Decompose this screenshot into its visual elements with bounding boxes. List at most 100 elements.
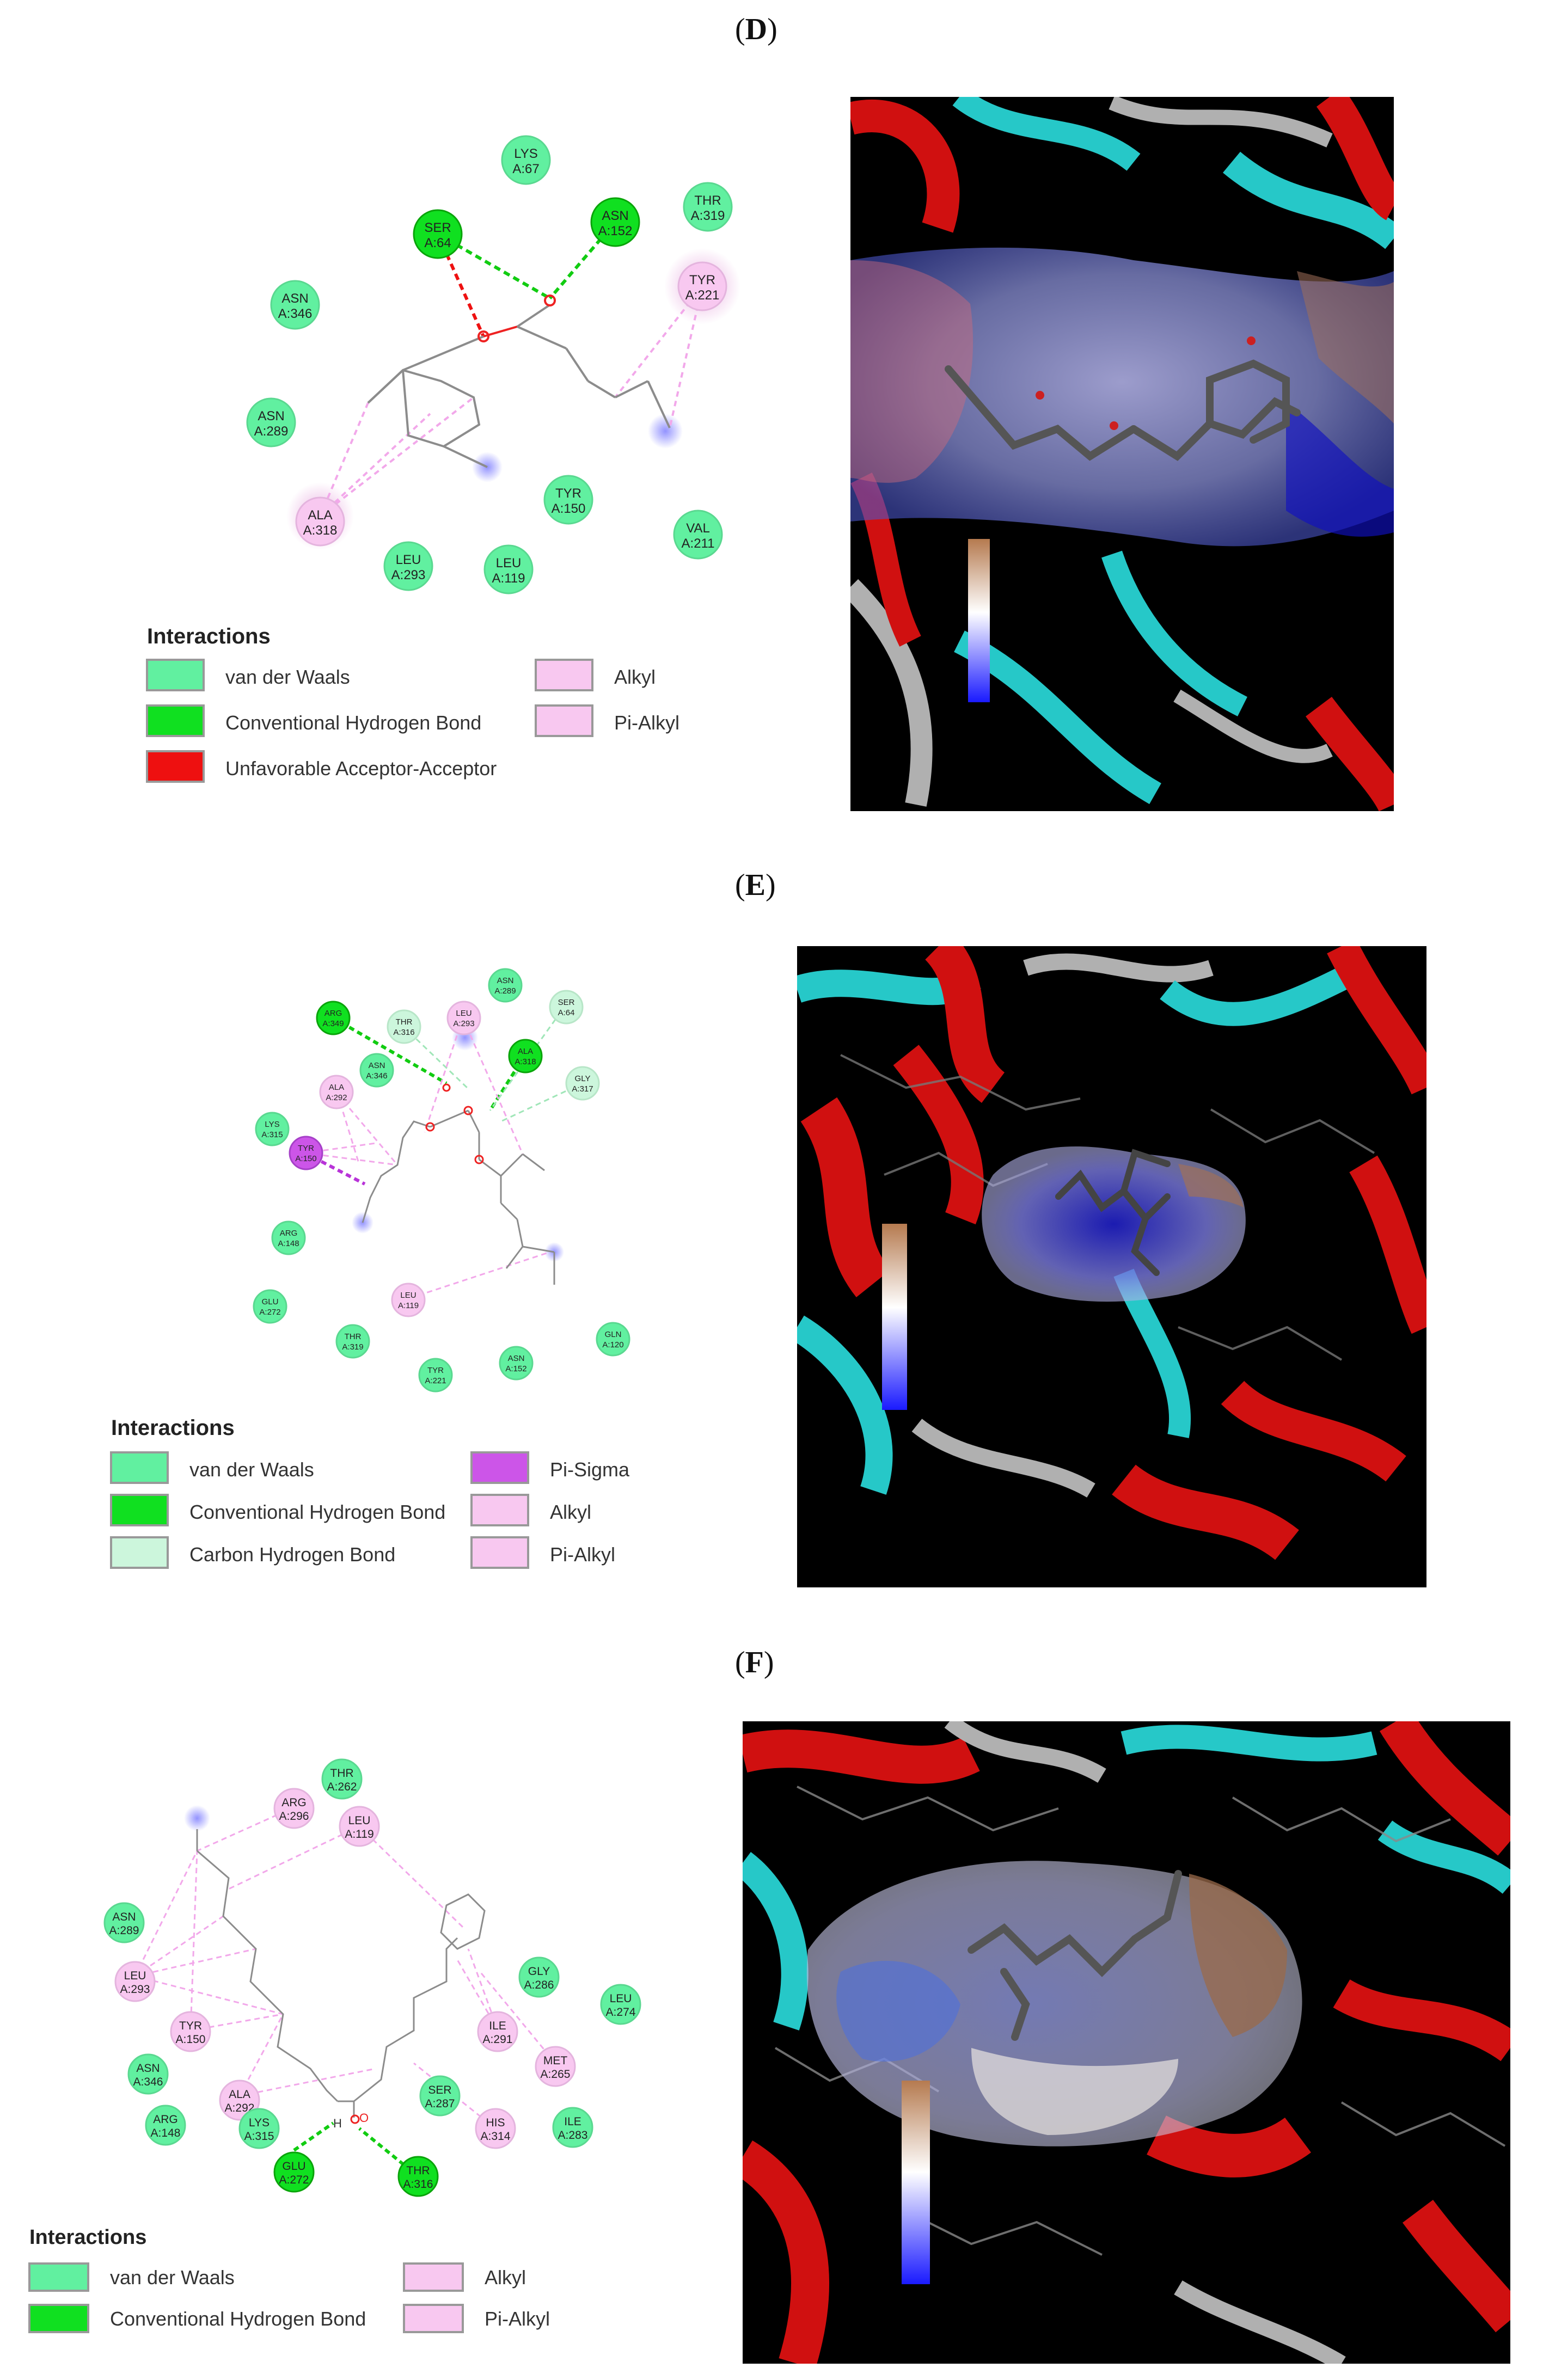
alkyl-line	[478, 1970, 556, 2064]
legend-label: Conventional Hydrogen Bond	[225, 711, 481, 734]
alkyl-line	[358, 1825, 464, 1928]
residue-name: ASN	[112, 1911, 136, 1923]
residue-name: GLN	[605, 1330, 622, 1339]
residue-name: LEU	[124, 1970, 146, 1982]
residue-chain: A:221	[425, 1376, 446, 1385]
alkyl-line	[409, 1251, 550, 1299]
residue-chain: A:67	[512, 162, 539, 176]
residue-chain: A:120	[602, 1340, 623, 1350]
residue-chain: A:318	[303, 523, 338, 538]
residue-name: GLU	[282, 2160, 305, 2173]
residue-name: TYR	[555, 486, 581, 501]
residue-name: ALA	[329, 1083, 344, 1092]
residue-name: SER	[428, 2084, 451, 2096]
panel-d-oxygens	[477, 295, 556, 342]
residue-chain: A:289	[109, 1924, 139, 1937]
residue-chain: A:293	[453, 1019, 474, 1028]
residue-name: ASN	[369, 1061, 385, 1070]
residue-chain: A:287	[425, 2097, 455, 2110]
alkyl-line	[134, 1850, 198, 1977]
legend-item-pi-alkyl: Pi-Alkyl	[403, 2304, 550, 2333]
residue-name: SER	[558, 998, 575, 1007]
legend-item-conventional-hydrogen-bond: Conventional Hydrogen Bond	[146, 704, 481, 737]
residue-name: THR	[406, 2164, 430, 2177]
alkyl-line	[134, 1975, 284, 2015]
legend-label: Carbon Hydrogen Bond	[189, 1543, 395, 1566]
residue-chain: A:211	[682, 536, 715, 551]
legend-item-van-der-waals: van der Waals	[110, 1451, 314, 1484]
residue-chain: A:148	[278, 1239, 299, 1248]
panel-d-ligand	[367, 304, 671, 468]
residue-name: ASN	[497, 976, 514, 985]
oxygen-atom-label: O	[359, 2111, 369, 2125]
legend-swatch	[403, 2304, 464, 2333]
residue-chain: A:316	[393, 1028, 414, 1037]
alkyl-line	[228, 1825, 360, 1890]
residue-name: TYR	[427, 1366, 444, 1375]
panel-e-diagram	[304, 1004, 583, 1299]
residue-name: TYR	[179, 2020, 202, 2032]
residue-name: SER	[424, 220, 451, 235]
legend-label: van der Waals	[110, 2266, 235, 2289]
alkyl-line	[424, 1017, 464, 1133]
residue-name: LEU	[496, 556, 522, 571]
residue-chain: A:64	[424, 236, 451, 250]
legend-label: van der Waals	[189, 1458, 314, 1481]
residue-chain: A:150	[552, 501, 586, 516]
residue-chain: A:289	[494, 986, 516, 996]
residue-chain: A:152	[505, 1364, 526, 1373]
residue-name: ARG	[281, 1796, 307, 1809]
residue-chain: A:316	[403, 2178, 433, 2191]
legend-item-carbon-hydrogen-bond: Carbon Hydrogen Bond	[110, 1536, 395, 1569]
legend-swatch	[470, 1451, 529, 1484]
residue-chain: A:64	[558, 1008, 575, 1017]
residue-chain: A:221	[685, 288, 720, 303]
residue-chain: A:318	[515, 1057, 536, 1066]
legend-swatch	[470, 1494, 529, 1526]
legend-item-pi-alkyl: Pi-Alkyl	[535, 704, 679, 737]
panel-label-d: (D)	[735, 13, 777, 46]
alkyl-line	[134, 1948, 256, 1977]
alkyl-line	[336, 1094, 399, 1166]
legend-item-alkyl: Alkyl	[470, 1494, 591, 1526]
residue-chain: A:265	[541, 2068, 571, 2081]
panel-e-interaction-lines	[304, 1004, 583, 1299]
residue-chain: A:272	[279, 2174, 309, 2186]
legend-item-alkyl: Alkyl	[403, 2262, 526, 2292]
residue-name: ILE	[564, 2115, 581, 2128]
legend-item-van-der-waals: van der Waals	[146, 659, 350, 691]
legend-swatch	[146, 659, 205, 691]
legend-swatch	[403, 2262, 464, 2292]
panel-d-interaction-lines	[319, 221, 703, 517]
residue-chain: A:291	[483, 2033, 513, 2046]
residue-chain: A:286	[524, 1979, 554, 1991]
legend-label: Pi-Sigma	[550, 1458, 630, 1481]
legend-label: Conventional Hydrogen Bond	[110, 2308, 366, 2330]
residue-name: LYS	[249, 2117, 270, 2129]
legend-item-conventional-hydrogen-bond: Conventional Hydrogen Bond	[110, 1494, 445, 1526]
legend-label: Alkyl	[550, 1501, 591, 1523]
legend-label: Pi-Alkyl	[485, 2308, 550, 2330]
residue-name: LEU	[456, 1009, 472, 1018]
hbond-line	[332, 1016, 448, 1085]
